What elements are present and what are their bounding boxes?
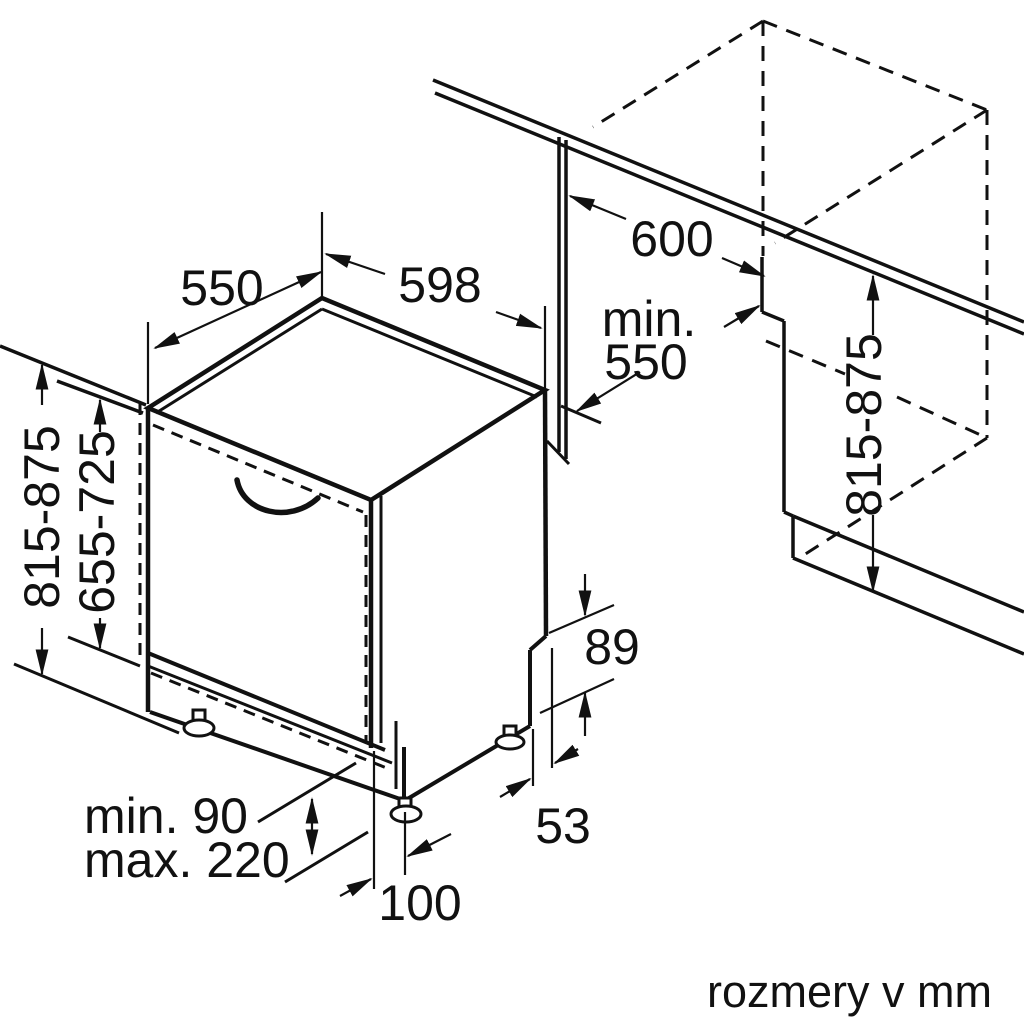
dim-arrow — [406, 833, 452, 857]
label-niche-width: 600 — [630, 211, 713, 267]
dim-arrow — [723, 305, 761, 328]
label-plinth-max: max. 220 — [84, 832, 290, 888]
foot-left-base — [182, 718, 216, 738]
niche-floor-edge — [560, 404, 602, 425]
dishwasher-side — [528, 389, 549, 726]
dishwasher-top-face — [143, 295, 550, 503]
top-face-inner-right-edge — [321, 307, 538, 399]
label-base-step-height: 89 — [584, 619, 640, 675]
door-bottom-edge — [147, 651, 386, 752]
door-bottom-lower-edge — [147, 664, 393, 765]
cabinet-top-front-edge — [762, 19, 988, 112]
top-face-outline — [143, 295, 550, 503]
countertop-left-lower-edge — [56, 379, 144, 415]
floor-line-right — [792, 556, 1024, 656]
dim-arrow — [568, 194, 627, 221]
dimension-labels: 550 598 600 min. 550 815-875 815-875 655… — [14, 211, 992, 1017]
label-top-width: 598 — [398, 257, 481, 313]
cabinet-plinth-top-edge — [792, 514, 1024, 614]
countertop-left-front-edge — [0, 344, 147, 407]
dim-plinth-depth-100 — [339, 751, 452, 897]
dim-arrow — [495, 310, 543, 330]
countertop — [0, 78, 1024, 415]
label-base-step-offset: 53 — [535, 798, 591, 854]
dim-niche-depth-min550 — [575, 305, 761, 412]
label-plinth-min: min. 90 — [84, 788, 248, 844]
side-step-jog — [528, 634, 548, 652]
cabinet-plinth-step — [783, 510, 794, 518]
cabinet-bottom-front-hidden-edge — [795, 436, 988, 562]
dim-base-offset-53 — [499, 648, 580, 798]
label-top-depth: 550 — [180, 260, 263, 316]
dim-arrow — [499, 778, 532, 798]
dim-arrow — [721, 256, 766, 278]
countertop-front-edge — [432, 78, 1024, 324]
plinth-top-ref — [257, 761, 357, 824]
dim-arrow — [339, 878, 373, 897]
niche-right-wall-step — [761, 310, 785, 323]
dim-arrow — [553, 744, 580, 764]
cabinet-top-left-edge — [592, 19, 764, 129]
plinth-bottom-ref — [284, 830, 369, 884]
label-niche-depth-min: min. — [602, 291, 696, 347]
dim-line — [153, 270, 323, 350]
foot-left — [182, 708, 216, 738]
side-back-edge — [542, 389, 549, 637]
ext-line — [548, 603, 615, 635]
label-niche-depth-value: 550 — [604, 334, 687, 390]
dishwasher — [138, 295, 550, 824]
door-handle — [234, 477, 321, 516]
side-panel-cut-edge — [545, 439, 571, 466]
cabinet-bottom-hidden-edge-b — [896, 395, 986, 439]
dim-top-width-598 — [324, 252, 547, 388]
dim-top-depth-550 — [146, 212, 324, 404]
niche-side-panel — [545, 137, 602, 466]
tall-cabinet-dashed — [592, 19, 989, 562]
furniture-door-dashed-top — [152, 423, 364, 514]
furniture-door-dashed-bottom — [150, 671, 390, 771]
dim-arrow — [324, 252, 386, 276]
cabinet-top-right-edge — [774, 108, 988, 245]
niche-bottom-ref-left — [67, 635, 141, 668]
cabinet-bottom-hidden-edge-a — [765, 339, 846, 376]
dishwasher-door — [138, 403, 393, 771]
label-height-left: 815-875 — [14, 425, 70, 609]
foot-right — [494, 724, 526, 751]
units-caption: rozmery v mm — [707, 966, 992, 1017]
label-niche-height: 655-725 — [69, 430, 125, 614]
dim-arrow — [575, 371, 641, 412]
label-plinth-depth: 100 — [378, 875, 461, 931]
dimensions — [35, 194, 880, 897]
dim-niche-width-600 — [568, 194, 766, 278]
countertop-lower-edge — [434, 91, 1024, 336]
foot-right-base — [494, 733, 526, 751]
label-height-right: 815-875 — [836, 333, 892, 517]
